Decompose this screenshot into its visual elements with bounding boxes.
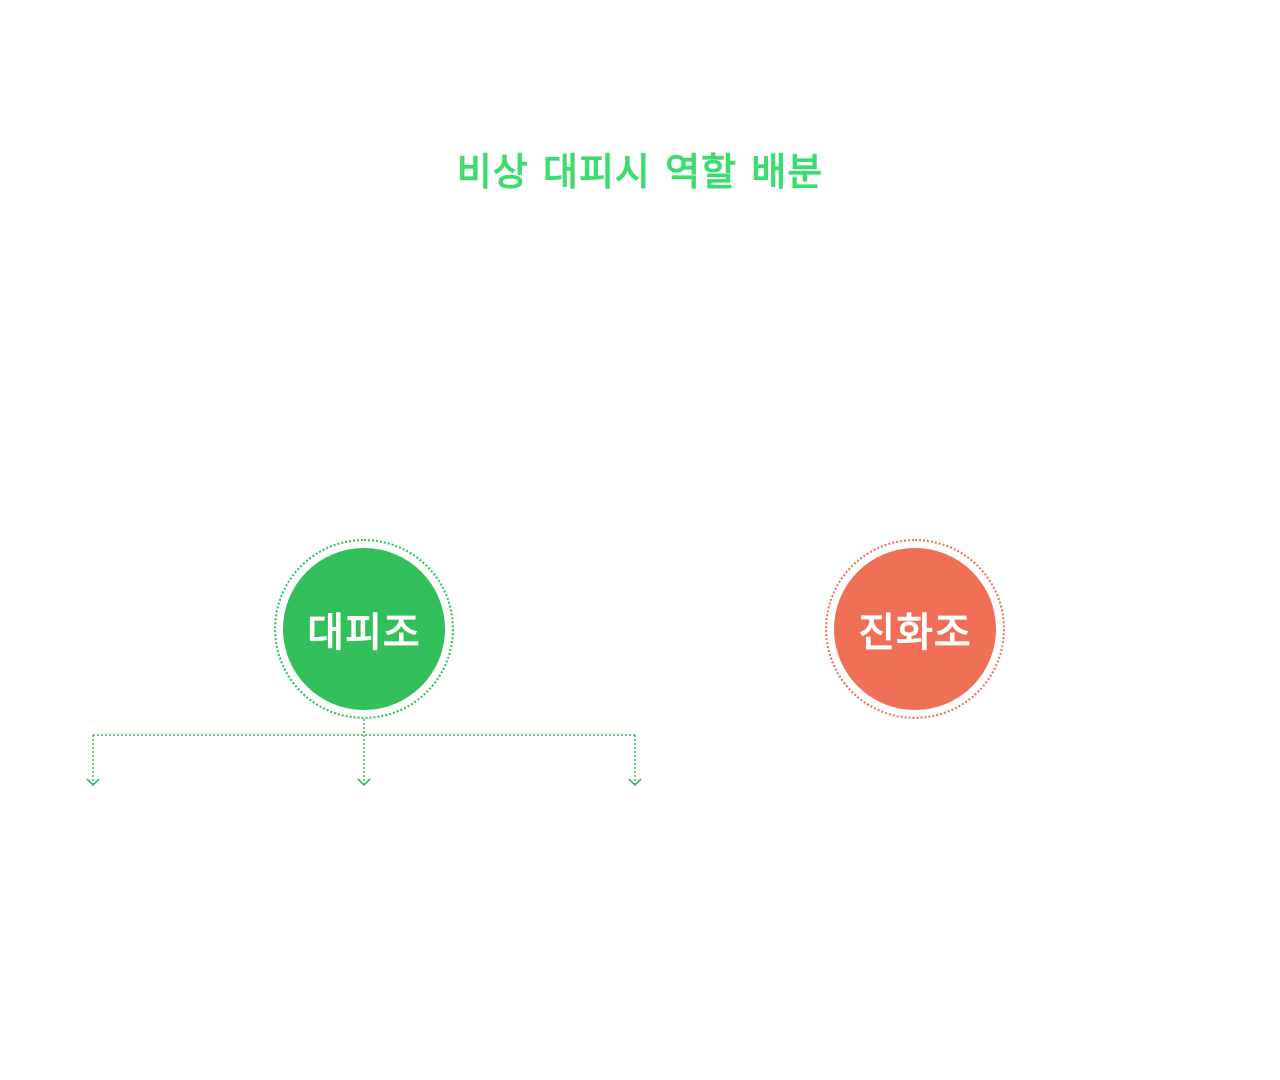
branch-arrow-icon-2 — [357, 778, 371, 787]
firefighting-team-node: 진화조 — [825, 539, 1005, 719]
evacuation-team-label: 대피조 — [283, 548, 445, 710]
branch-arrow-icon-3 — [628, 778, 642, 787]
firefighting-team-label: 진화조 — [834, 548, 996, 710]
page-title: 비상 대피시 역할 배분 — [456, 150, 824, 194]
branch-arrow-icon-1 — [86, 778, 100, 787]
evacuation-team-node: 대피조 — [274, 539, 454, 719]
